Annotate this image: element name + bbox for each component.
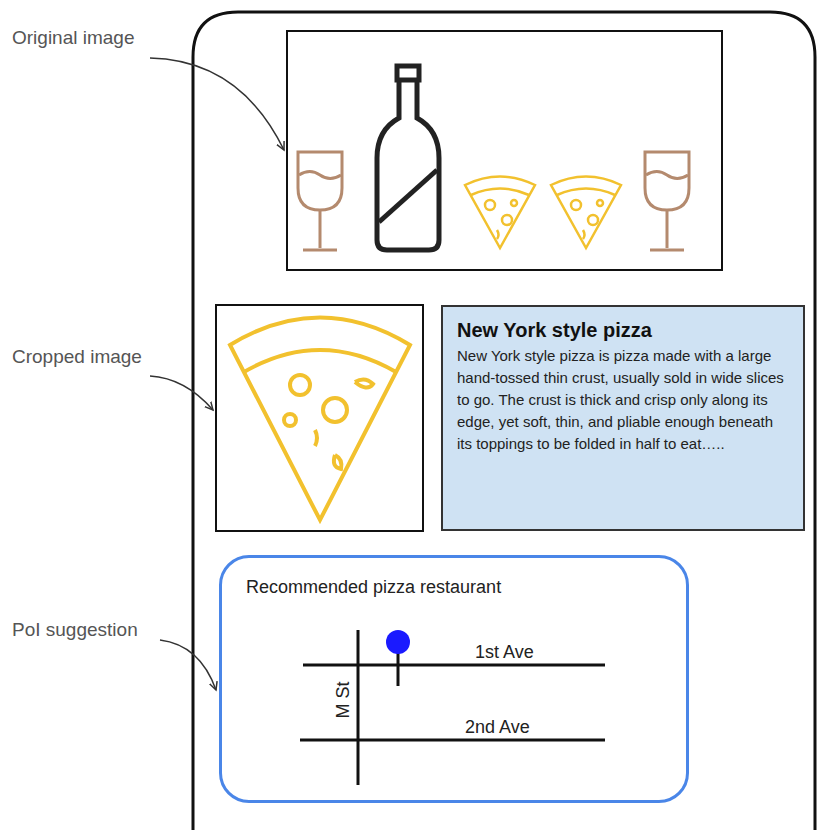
original-image-box: [287, 31, 722, 270]
street-label: M St: [333, 681, 353, 718]
pizza-slice: [465, 177, 621, 249]
wine-bottle: [377, 66, 439, 250]
street-label: 1st Ave: [475, 642, 534, 662]
node-heading: Recommended pizza restaurant: [246, 576, 666, 598]
poi-box: Recommended pizza restaurant: [219, 555, 689, 803]
callout-label: Cropped image: [12, 345, 152, 368]
street-label: 2nd Ave: [465, 717, 530, 737]
info-box: New York style pizzaNew York style pizza…: [441, 305, 805, 531]
cropped-image-box: [216, 305, 423, 531]
node-body: New York style pizza is pizza made with …: [457, 345, 791, 455]
callout-label: Original image: [12, 26, 152, 49]
location-pin: [386, 630, 410, 654]
street-map: [300, 630, 605, 785]
device-frame: [193, 12, 815, 830]
pizza-slice-large: [230, 318, 410, 521]
wine-glass: [645, 152, 689, 250]
wine-glass: [298, 152, 342, 250]
callout-label: PoI suggestion: [12, 618, 152, 641]
node-heading: New York style pizza: [457, 317, 791, 343]
